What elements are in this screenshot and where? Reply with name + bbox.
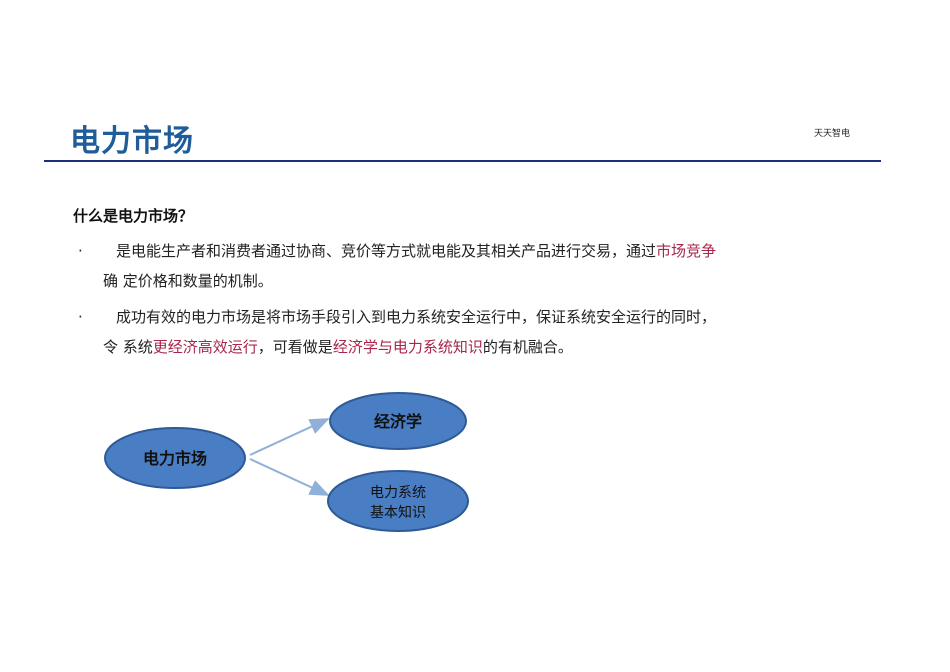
bullet-definition: · 是电能生产者和消费者通过协商、竞价等方式就电能及其相关产品进行交易，通过市场…: [78, 236, 848, 296]
bullet-text: 是电能生产者和消费者通过协商、竞价等方式就电能及其相关产品进行交易，通过: [116, 242, 657, 260]
node-power-system-label-1: 电力系统: [370, 485, 426, 501]
bullet-text: ，可看做是: [257, 338, 333, 356]
bullet-line: 是电能生产者和消费者通过协商、竞价等方式就电能及其相关产品进行交易，通过市场竞争: [78, 236, 848, 266]
bullet-marker: ·: [78, 308, 83, 326]
bullet-line: 成功有效的电力市场是将市场手段引入到电力系统安全运行中，保证系统安全运行的同时，: [116, 308, 717, 326]
node-power-system-label-2: 基本知识: [370, 504, 426, 521]
arrow-to-economics: [249, 418, 330, 456]
node-power-market: [104, 427, 246, 489]
node-economics-label: 经济学: [374, 412, 422, 431]
brand-logo-text: 天天智电: [814, 129, 851, 139]
concept-diagram: 电力市场 经济学 电力系统 基本知识: [104, 392, 469, 532]
bullet-line: 令 系统更经济高效运行，可看做是经济学与电力系统知识的有机融合。: [78, 332, 848, 362]
node-power-market-label: 电力市场: [143, 449, 207, 468]
highlight-text: 更经济高效运行: [152, 338, 258, 356]
highlight-text: 经济学与电力系统知识: [332, 338, 483, 356]
bullet-effectiveness: · 成功有效的电力市场是将市场手段引入到电力系统安全运行中，保证系统安全运行的同…: [78, 302, 848, 362]
title-divider: [44, 160, 881, 162]
node-economics: [329, 392, 467, 450]
arrow-to-power-system: [249, 458, 330, 496]
highlight-text: 市场竞争: [656, 242, 717, 260]
bullet-text: 的有机融合。: [482, 338, 573, 356]
section-question: 什么是电力市场？: [73, 207, 194, 225]
bullet-marker: ·: [78, 242, 83, 260]
node-power-system: [327, 470, 469, 532]
page-title: 电力市场: [70, 124, 194, 159]
bullet-line: 确 定价格和数量的机制。: [103, 272, 273, 290]
bullet-text: 令 系统: [103, 338, 153, 356]
